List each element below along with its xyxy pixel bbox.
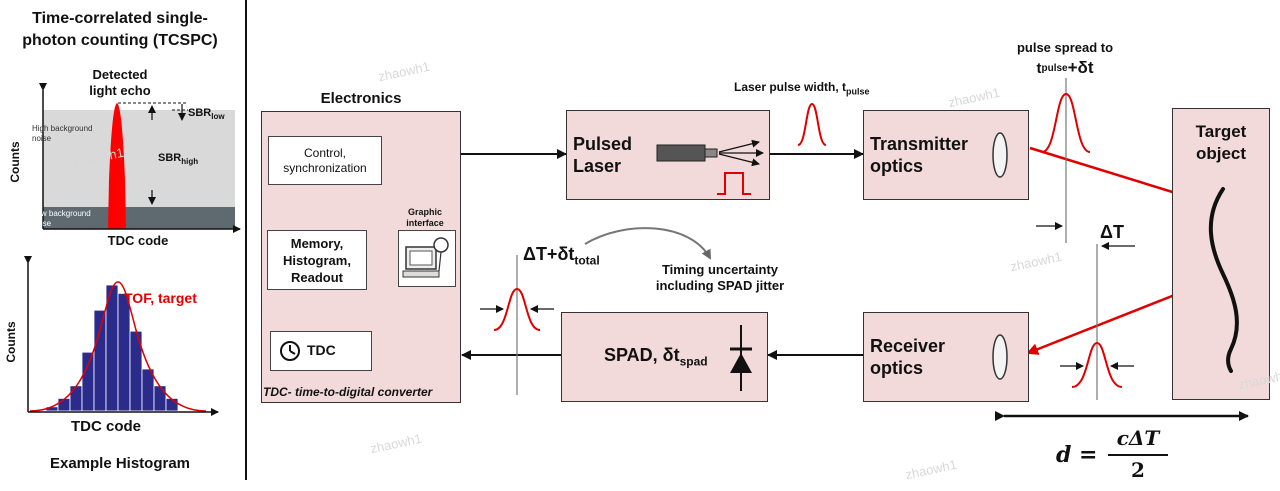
tcspc-plot [39, 83, 241, 233]
electronics-footer: TDC- time-to-digital converter [263, 385, 433, 399]
low-noise-label: Low background noise [32, 209, 91, 228]
target-object-box: Target object [1172, 108, 1270, 400]
control-sync-block: Control, synchronization [268, 136, 382, 185]
sbr-high-label: SBRhigh [158, 152, 199, 167]
fit-label: TOF, target [124, 290, 197, 306]
top-ylabel: Counts [8, 141, 22, 183]
delta-t-label: ΔT [1100, 222, 1124, 242]
target-surface-icon [1208, 187, 1239, 373]
spad-box: SPAD, δtspad [561, 312, 768, 402]
receiver-lens-icon [992, 334, 1008, 380]
formula-numerator: cΔT [1116, 426, 1160, 450]
total-uncertainty-label: ΔT+δttotal [523, 244, 600, 268]
low-noise-band [43, 207, 235, 229]
tdc-label: TDC [307, 342, 336, 358]
timing-uncertainty-arrow [584, 227, 711, 260]
return-pulse-icon [1071, 341, 1123, 388]
receiver-optics-box: Receiver optics [863, 312, 1029, 402]
histogram-bar [153, 385, 167, 412]
tcspc-title: Time-correlated single- photon counting … [22, 10, 218, 49]
spread-pulse-icon [1041, 92, 1091, 153]
gaussian-fit-curve [29, 281, 207, 412]
sbr-low-label: SBRlow [188, 107, 225, 122]
hist-ylabel: Counts [4, 321, 18, 363]
histogram-plot [24, 256, 219, 416]
histogram-bars [45, 284, 179, 412]
formula-fraction-bar [1108, 454, 1168, 456]
formula-lhs: d = [1056, 442, 1098, 468]
transmitter-label: Transmitter optics [870, 134, 969, 176]
transmitter-lens-icon [992, 132, 1008, 178]
high-noise-label: High background noise [32, 124, 93, 143]
clock-icon [280, 341, 300, 361]
laser-label: Pulsed Laser [573, 134, 633, 176]
histogram-bar [117, 292, 131, 412]
spad-diode-icon [730, 325, 752, 391]
spad-label: SPAD, δtspad [604, 345, 708, 369]
pulsed-laser-box: Pulsed Laser [566, 110, 770, 200]
laser-device-icon [656, 139, 764, 195]
pulse-spread-line1: pulse spread to [1016, 40, 1114, 55]
histogram-caption: Example Histogram [49, 455, 191, 472]
graphic-interface-label: Graphic interface [406, 207, 444, 228]
histogram-bar [81, 351, 95, 412]
timing-uncertainty-label: Timing uncertainty including SPAD jitter [655, 262, 785, 293]
memory-histogram-block: Memory, Histogram, Readout [267, 230, 367, 290]
detected-echo-label: Detected light echo [89, 67, 151, 98]
histogram-bar [93, 309, 107, 412]
transmitter-optics-box: Transmitter optics [863, 110, 1029, 200]
histogram-bar [69, 385, 83, 412]
square-pulse-icon [717, 172, 751, 195]
graphic-interface-block [398, 230, 456, 287]
computer-icon [402, 237, 449, 278]
high-noise-band [43, 110, 235, 207]
target-label: Target object [1195, 122, 1247, 163]
light-echo-peak [108, 103, 126, 229]
hist-xlabel: TDC code [70, 418, 141, 435]
total-pulse-icon [493, 287, 541, 331]
receiver-label: Receiver optics [870, 336, 946, 378]
laser-pulse-icon [797, 102, 827, 146]
tdc-block: TDC [270, 331, 372, 371]
electronics-title: Electronics [320, 90, 402, 107]
top-xlabel: TDC code [107, 233, 169, 248]
formula-denominator: 2 [1131, 458, 1145, 482]
pulse-width-label: Laser pulse width, tpulse [734, 80, 870, 97]
